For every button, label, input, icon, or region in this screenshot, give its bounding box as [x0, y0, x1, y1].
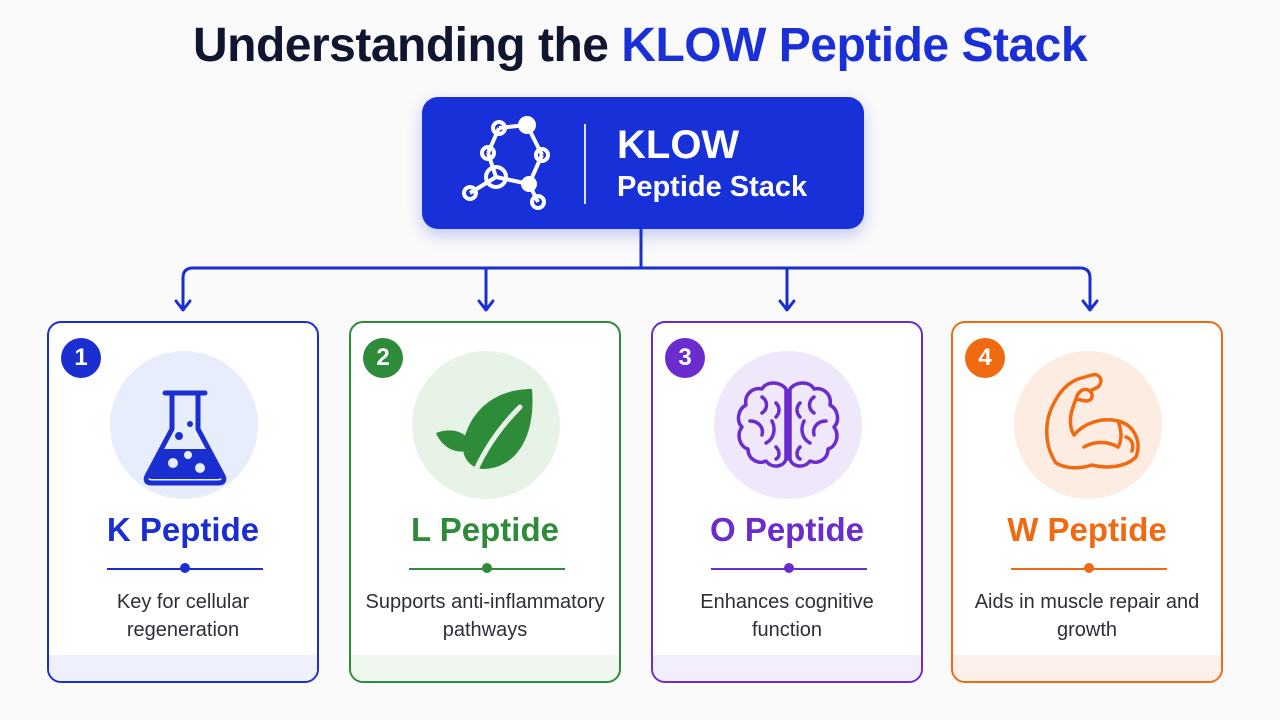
title-prefix: Understanding the: [192, 19, 622, 72]
peptide-card-l: 2 L Peptide Supports anti-inflammatory p…: [349, 321, 621, 683]
divider-dot: [1084, 563, 1094, 573]
peptide-card-o: 3 O Pep: [651, 321, 923, 683]
molecule-icon: [452, 113, 556, 217]
hub-title: KLOW: [617, 123, 740, 167]
divider-dot: [180, 563, 190, 573]
icon-circle: [1014, 351, 1162, 499]
card-title: K Peptide: [106, 511, 260, 548]
hub-subtitle: Peptide Stack: [617, 171, 808, 203]
card-footer: [351, 655, 619, 681]
card-footer: [953, 655, 1221, 681]
icon-circle: [714, 351, 862, 499]
divider-dot: [482, 563, 492, 573]
card-number-badge: 2: [363, 338, 403, 378]
peptide-card-w: 4 W Peptide Aids in muscle repair and gr…: [951, 321, 1223, 683]
divider-dot: [784, 563, 794, 573]
page-title: Understanding the KLOW Peptide Stack: [0, 18, 1280, 73]
peptide-card-k: 1 K Peptide Key for cellular regeneratio…: [47, 321, 319, 683]
title-highlight: KLOW Peptide Stack: [621, 19, 1088, 72]
card-number-badge: 4: [965, 338, 1005, 378]
card-title: L Peptide: [411, 511, 559, 548]
card-description: Key for cellular regeneration: [116, 591, 250, 641]
hub-divider: [584, 124, 586, 204]
icon-circle: [412, 351, 560, 499]
card-title: W Peptide: [1007, 511, 1167, 548]
card-footer: [49, 655, 317, 681]
card-number-badge: 3: [665, 338, 705, 378]
klow-hub-box: KLOW Peptide Stack: [422, 97, 864, 229]
card-number-badge: 1: [61, 338, 101, 378]
card-description: Enhances cognitive function: [700, 591, 874, 641]
card-title: O Peptide: [709, 511, 865, 548]
card-footer: [653, 655, 921, 681]
icon-circle: [110, 351, 258, 499]
card-description: Aids in muscle repair and growth: [974, 591, 1200, 641]
card-description: Supports anti-inflammatory pathways: [365, 591, 605, 641]
